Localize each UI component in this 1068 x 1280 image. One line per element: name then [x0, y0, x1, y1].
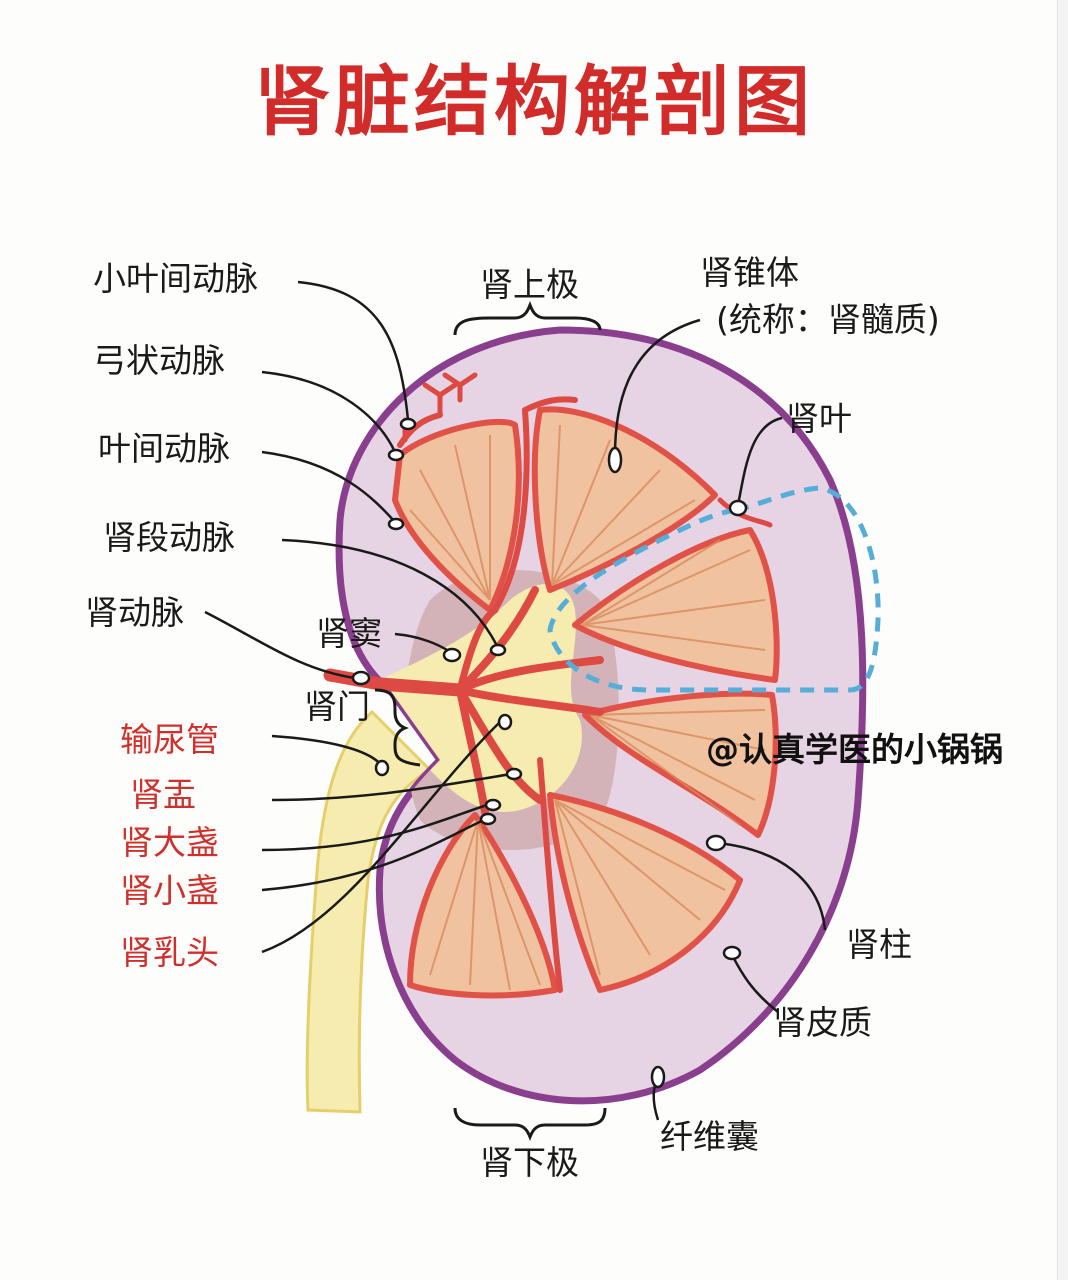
pyramid-6: [407, 812, 558, 999]
label-segmental-artery: 肾段动脉: [103, 518, 235, 557]
renal-pyramids: [392, 406, 780, 999]
label-renal-lobe: 肾叶: [786, 399, 852, 438]
label-upper-pole: 肾上极: [480, 265, 579, 304]
pyramid-3: [572, 527, 780, 683]
label-renal-artery: 肾动脉: [85, 593, 184, 632]
pyramid-5: [547, 792, 743, 993]
label-interlobular-artery: 小叶间动脉: [93, 259, 258, 298]
label-renal-papilla: 肾乳头: [120, 933, 219, 972]
arteries: [323, 372, 773, 993]
pyramid-4: [582, 690, 779, 838]
hilum-brace: [374, 688, 421, 767]
label-arcuate-artery: 弓状动脉: [93, 341, 225, 380]
label-renal-cortex: 肾皮质: [773, 1003, 872, 1042]
label-fibrous-capsule: 纤维囊: [660, 1117, 759, 1156]
ureter-shape: [305, 709, 433, 1114]
label-renal-hilum: 肾门: [304, 687, 370, 726]
label-renal-sinus: 肾窦: [316, 614, 382, 653]
watermark: @认真学医的小锅锅: [706, 730, 1003, 769]
label-renal-column: 肾柱: [846, 925, 912, 964]
label-renal-pelvis: 肾盂: [130, 775, 196, 814]
pyramid-2: [531, 406, 718, 593]
pyramid-1: [392, 418, 522, 613]
label-minor-calyx: 肾小盏: [120, 871, 219, 910]
leader-endpoints: [351, 417, 748, 1089]
page-title: 肾脏结构解剖图: [254, 57, 814, 146]
label-ureter: 输尿管: [120, 720, 219, 759]
upper-pole-brace: [453, 300, 602, 336]
label-lower-pole: 肾下极: [480, 1143, 579, 1182]
label-renal-pyramid-note: (统称：肾髓质): [716, 300, 940, 339]
renal-artery-line: [323, 668, 467, 697]
leader-lines: [204, 280, 827, 1121]
label-interlobar-artery: 叶间动脉: [98, 429, 230, 468]
label-renal-pyramid: 肾锥体: [700, 253, 799, 292]
lower-pole-brace: [453, 1107, 607, 1142]
label-major-calyx: 肾大盏: [120, 823, 219, 862]
